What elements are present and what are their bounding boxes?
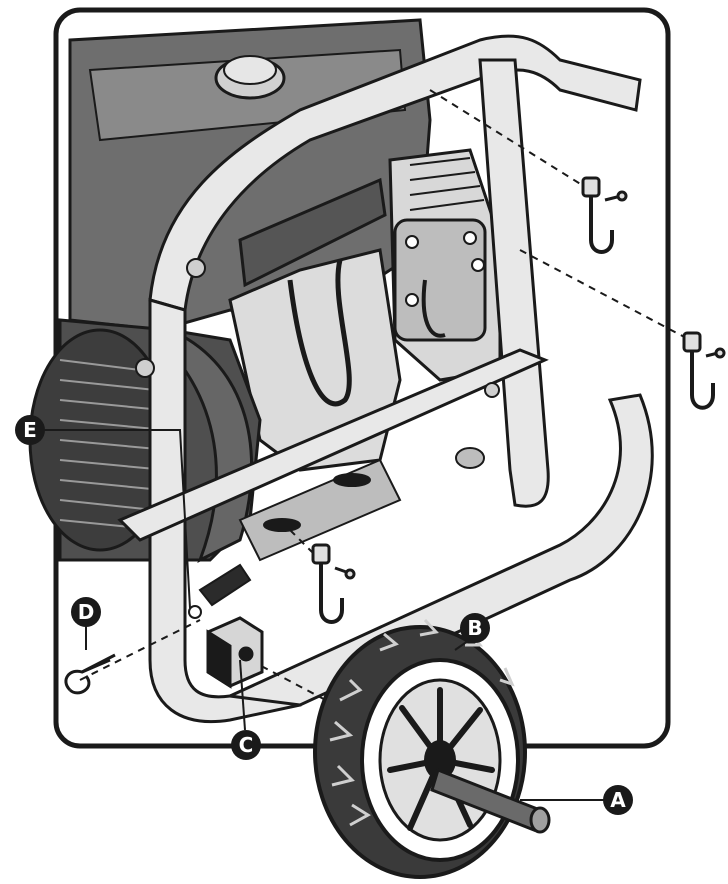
callout-b: B [460, 613, 490, 643]
svg-text:B: B [467, 616, 482, 640]
hook-bolt-icon [682, 331, 726, 410]
hook-bolt-icon [311, 543, 356, 624]
axle-hole-icon [238, 646, 254, 662]
svg-text:E: E [23, 418, 37, 442]
upper-bracket [238, 177, 387, 288]
mount-tab [198, 563, 252, 607]
hairpin-clip-icon [64, 653, 116, 695]
svg-text:C: C [239, 733, 254, 757]
wheel-bracket [206, 616, 264, 689]
callout-d: D [71, 597, 101, 627]
hook-bolt-icon [581, 176, 628, 254]
callout-e: E [15, 415, 45, 445]
callout-c: C [231, 730, 261, 760]
callout-a: A [603, 785, 633, 815]
generator-frame [117, 34, 654, 723]
mounting-hole-icon [188, 605, 202, 619]
svg-text:A: A [610, 788, 626, 812]
svg-text:D: D [78, 600, 95, 624]
callout-leaders [44, 429, 605, 801]
axle-pin-icon [430, 768, 551, 834]
foot-pads [238, 447, 485, 562]
